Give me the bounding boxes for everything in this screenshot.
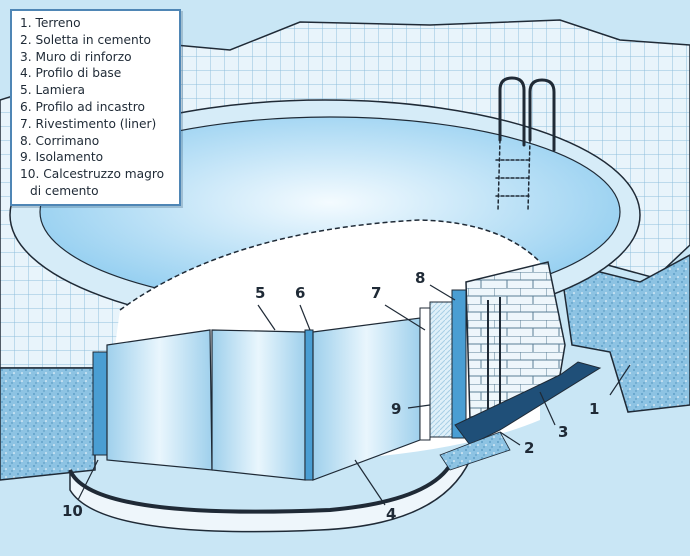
- handrail-profile: [451, 289, 467, 439]
- callout-9: 9: [391, 400, 401, 418]
- legend-item: 9. Isolamento: [20, 150, 104, 165]
- lean-concrete-layer: [92, 351, 108, 456]
- callout-6: 6: [295, 284, 305, 302]
- legend-item-10-line1: 10. Calcestruzzo magro: [20, 167, 165, 182]
- legend-item: 6. Profilo ad incastro: [20, 99, 145, 114]
- soil-right: [559, 254, 690, 413]
- callout-2: 2: [524, 439, 534, 457]
- legend-item-10-line2: di cemento: [30, 183, 99, 198]
- base-profile: [68, 454, 457, 514]
- callout-8: 8: [415, 269, 425, 287]
- callout-7: 7: [371, 284, 381, 302]
- legend-item: 3. Muro di rinforzo: [20, 49, 132, 64]
- callout-10: 10: [62, 502, 83, 520]
- rebar: [487, 297, 501, 410]
- pool-ladder-icon: [495, 76, 556, 211]
- legend-item: 7. Rivestimento (liner): [20, 116, 157, 131]
- steel-wall-panel-left: [106, 329, 213, 471]
- callout-1: 1: [589, 400, 599, 418]
- callout-3: 3: [558, 423, 568, 441]
- legend-item: 4. Profilo di base: [20, 66, 122, 81]
- steel-wall-panel-right: [312, 317, 421, 481]
- legend-item-10: 10. Calcestruzzo magro di cemento: [20, 166, 175, 200]
- legend-item: 1. Terreno: [20, 16, 81, 30]
- interlocking-profile: [304, 329, 314, 481]
- callout-leaders: [77, 284, 631, 506]
- reinforcing-wall: [465, 261, 566, 422]
- callout-5: 5: [255, 284, 265, 302]
- insulation-layer: [429, 301, 453, 438]
- legend-item: 8. Corrimano: [20, 133, 100, 148]
- callout-4: 4: [386, 505, 396, 523]
- gravel-bed: [439, 431, 511, 471]
- soil-left: [0, 367, 96, 481]
- steel-wall-panel-center: [211, 329, 306, 481]
- legend-item: 5. Lamiera: [20, 83, 85, 98]
- legend-box: 1. Terreno 2. Soletta in cemento 3. Muro…: [10, 9, 181, 206]
- legend-item: 2. Soletta in cemento: [20, 32, 151, 47]
